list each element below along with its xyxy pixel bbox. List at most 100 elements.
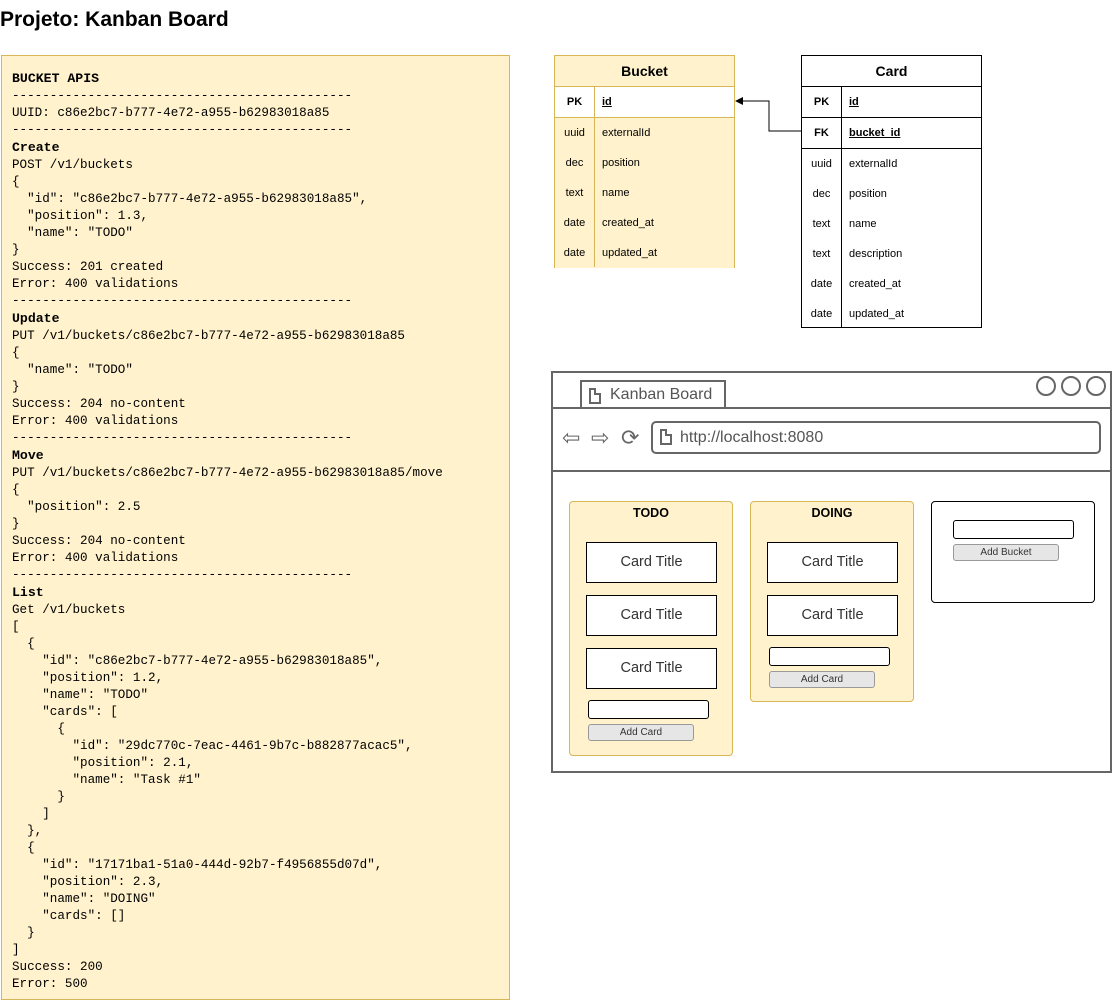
type-label: date (810, 278, 833, 290)
api-doc-line: Success: 200 (12, 960, 103, 974)
api-doc-line: ----------------------------------------… (12, 294, 353, 308)
key-label: PK (813, 96, 830, 108)
field-label: bucket_id (849, 127, 901, 139)
api-doc-line: Success: 204 no-content (12, 397, 186, 411)
bucket-todo: TODO Card Title Card Title Card Title Ad… (569, 501, 733, 756)
type-label: uuid (811, 158, 832, 170)
card-row: dec position (802, 179, 981, 209)
field-label: created_at (602, 217, 654, 229)
maximize-button[interactable] (1061, 376, 1081, 396)
type-label: date (810, 308, 833, 320)
field-label: description (849, 248, 903, 260)
api-doc-line: } (12, 790, 65, 804)
key-label: PK (566, 96, 583, 108)
type-label: text (812, 218, 831, 230)
fk-relation-arrow (735, 97, 801, 132)
bucket-doing: DOING Card Title Card Title Add Card (750, 501, 914, 702)
bucket-row: text name (555, 178, 734, 208)
field-label: externalId (602, 127, 651, 139)
new-bucket-input[interactable] (953, 520, 1074, 539)
api-doc-line: { (12, 841, 35, 855)
bucket-row: dec position (555, 148, 734, 178)
api-doc-line: UUID: c86e2bc7-b777-4e72-a955-b62983018a… (12, 106, 330, 120)
card-item[interactable]: Card Title (767, 595, 898, 636)
field-label: created_at (849, 278, 901, 290)
api-doc-line: "id": "c86e2bc7-b777-4e72-a955-b62983018… (12, 654, 383, 668)
api-section-heading: Update (12, 311, 60, 326)
api-doc-line: ] (12, 943, 20, 957)
api-doc-line: Error: 400 validations (12, 551, 179, 565)
back-arrow-icon[interactable]: ⇦ (562, 425, 581, 450)
new-card-input[interactable] (588, 700, 709, 719)
page-icon (589, 388, 601, 404)
new-bucket-panel: Add Bucket (931, 501, 1095, 603)
api-doc-line: "name": "Task #1" (12, 773, 201, 787)
api-doc-line: } (12, 517, 20, 531)
api-doc-line: Success: 204 no-content (12, 534, 186, 548)
api-section-heading: BUCKET APIS (12, 71, 100, 86)
tab-bar-divider (551, 407, 1112, 409)
close-button[interactable] (1086, 376, 1106, 396)
bucket-row: uuid externalId (555, 118, 734, 148)
api-doc-line: "id": "c86e2bc7-b777-4e72-a955-b62983018… (12, 192, 368, 206)
api-section-heading: List (12, 585, 44, 600)
api-doc-line: }, (12, 824, 43, 838)
api-doc-line: "position": 1.3, (12, 209, 149, 223)
bucket-title: DOING (811, 506, 853, 520)
forward-arrow-icon[interactable]: ⇨ (591, 425, 610, 450)
api-doc-line: "name": "DOING" (12, 892, 156, 906)
minimize-button[interactable] (1036, 376, 1056, 396)
api-doc-line: "position": 1.2, (12, 671, 164, 685)
field-label: name (602, 187, 630, 199)
api-doc-line: { (12, 175, 20, 189)
key-label: FK (814, 127, 829, 139)
field-label: updated_at (602, 247, 658, 259)
card-item[interactable]: Card Title (586, 542, 717, 583)
api-doc-line: PUT /v1/buckets/c86e2bc7-b777-4e72-a955-… (12, 329, 405, 343)
api-doc-line: ----------------------------------------… (12, 123, 353, 137)
api-doc-line: "position": 2.5 (12, 500, 141, 514)
api-doc-line: [ (12, 620, 20, 634)
card-item[interactable]: Card Title (586, 595, 717, 636)
field-label: updated_at (849, 308, 905, 320)
api-doc-line: { (12, 483, 20, 497)
bucket-title: TODO (633, 506, 669, 520)
api-doc-line: "position": 2.1, (12, 756, 194, 770)
api-doc-line: Error: 400 validations (12, 277, 179, 291)
field-label: externalId (849, 158, 898, 170)
api-doc-line: "id": "17171ba1-51a0-444d-92b7-f4956855d… (12, 858, 383, 872)
api-doc-text: BUCKET APIS ----------------------------… (12, 70, 443, 993)
api-doc-line: Error: 400 validations (12, 414, 179, 428)
card-entity-table: Card PK id FK bucket_id uuid externalId … (801, 55, 982, 328)
card-item[interactable]: Card Title (767, 542, 898, 583)
card-item[interactable]: Card Title (586, 648, 717, 689)
add-card-button[interactable]: Add Card (769, 671, 875, 688)
api-doc-line: { (12, 637, 35, 651)
api-doc-line: } (12, 380, 20, 394)
api-doc-line: Success: 201 created (12, 260, 164, 274)
address-bar[interactable]: http://localhost:8080 (651, 421, 1101, 454)
api-doc-line: ] (12, 807, 50, 821)
api-doc-line: "cards": [] (12, 909, 126, 923)
type-label: dec (565, 157, 584, 169)
field-label: id (849, 96, 859, 108)
field-label: id (602, 96, 612, 108)
api-doc-line: } (12, 926, 35, 940)
bucket-row: date updated_at (555, 238, 734, 268)
api-doc-line: } (12, 243, 20, 257)
add-bucket-button[interactable]: Add Bucket (953, 544, 1059, 561)
browser-tab[interactable]: Kanban Board (580, 380, 726, 409)
type-label: date (563, 247, 586, 259)
new-card-input[interactable] (769, 647, 890, 666)
card-row: date updated_at (802, 299, 981, 329)
add-card-button[interactable]: Add Card (588, 724, 694, 741)
column-divider (594, 86, 595, 267)
api-doc-line: "cards": [ (12, 705, 118, 719)
field-label: name (849, 218, 877, 230)
api-doc-line: "name": "TODO" (12, 226, 133, 240)
refresh-icon[interactable]: ⟳ (621, 425, 640, 450)
page-title: Projeto: Kanban Board (0, 8, 229, 31)
bucket-table-title: Bucket (555, 56, 734, 87)
bucket-row: date created_at (555, 208, 734, 238)
api-section-heading: Create (12, 140, 60, 155)
